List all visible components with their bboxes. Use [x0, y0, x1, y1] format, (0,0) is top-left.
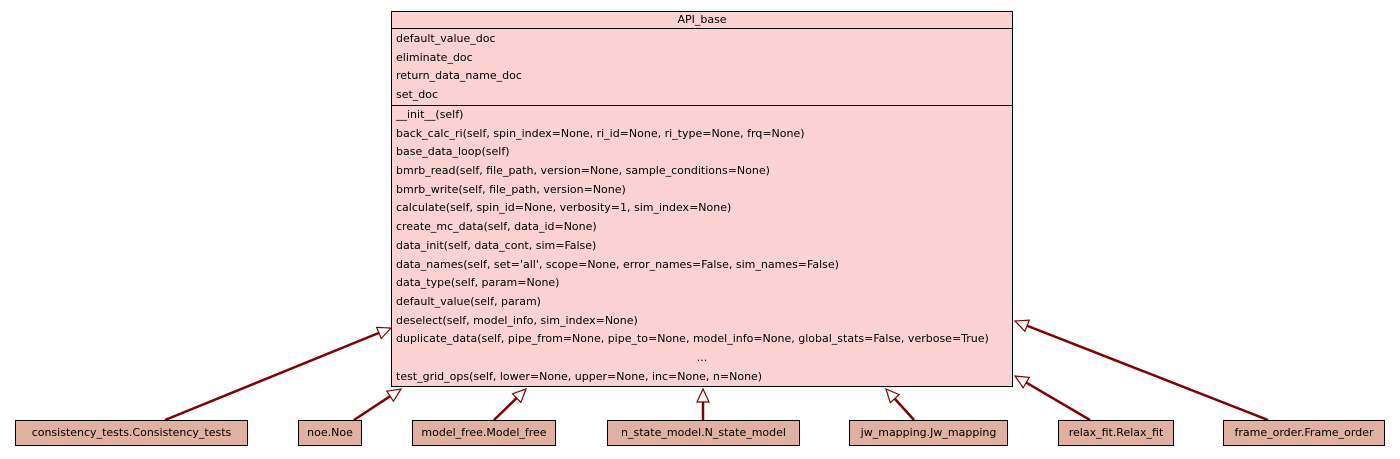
method: calculate(self, spin_id=None, verbosity=…: [396, 201, 732, 215]
class-noe[interactable]: noe.Noe: [298, 420, 362, 446]
method: base_data_loop(self): [396, 145, 510, 159]
inheritance-edge: [893, 397, 915, 421]
method: data_init(self, data_cont, sim=False): [396, 238, 597, 252]
methods-section: __init__(self) back_calc_ri(self, spin_i…: [392, 106, 1012, 386]
class-model-free[interactable]: model_free.Model_free: [412, 420, 556, 446]
inheritance-edge: [164, 331, 380, 422]
inheritance-arrowhead-icon: [385, 388, 403, 403]
method-ellipsis: ...: [696, 350, 708, 364]
method: __init__(self): [396, 108, 464, 121]
inheritance-arrowhead-icon: [696, 387, 710, 403]
class-api-base[interactable]: API_base default_value_doc eliminate_doc…: [391, 11, 1013, 387]
method: data_names(self, set='all', scope=None, …: [396, 257, 839, 271]
class-frame-order[interactable]: frame_order.Frame_order: [1223, 420, 1385, 446]
method: deselect(self, model_info, sim_index=Non…: [396, 313, 638, 327]
method: bmrb_read(self, file_path, version=None,…: [396, 164, 770, 178]
method: test_grid_ops(self, lower=None, upper=No…: [396, 369, 763, 383]
inheritance-edge: [1026, 324, 1269, 422]
class-consistency-tests[interactable]: consistency_tests.Consistency_tests: [15, 420, 248, 446]
class-n-state-model[interactable]: n_state_model.N_state_model: [607, 420, 800, 446]
method: create_mc_data(self, data_id=None): [396, 220, 597, 234]
inheritance-edge: [493, 397, 518, 421]
method: default_value(self, param): [396, 294, 541, 308]
method: back_calc_ri(self, spin_index=None, ri_i…: [396, 126, 805, 140]
inheritance-arrowhead-icon: [885, 387, 901, 404]
inheritance-edge: [1025, 381, 1091, 422]
attributes-section: default_value_doc eliminate_doc return_d…: [392, 29, 1012, 106]
attribute: return_data_name_doc: [396, 69, 522, 83]
class-title: API_base: [392, 12, 1012, 29]
inheritance-arrowhead-icon: [375, 326, 393, 340]
method: duplicate_data(self, pipe_from=None, pip…: [396, 332, 989, 346]
attribute: default_value_doc: [396, 32, 496, 45]
method: data_type(self, param=None): [396, 276, 560, 290]
inheritance-edge: [353, 395, 391, 422]
class-relax-fit[interactable]: relax_fit.Relax_fit: [1058, 420, 1174, 446]
inheritance-arrowhead-icon: [1013, 375, 1031, 389]
attribute: eliminate_doc: [396, 50, 473, 64]
class-jw-mapping[interactable]: jw_mapping.Jw_mapping: [849, 420, 1008, 446]
inheritance-arrowhead-icon: [1013, 319, 1031, 333]
inheritance-arrowhead-icon: [511, 388, 528, 404]
attribute: set_doc: [396, 88, 439, 102]
method: bmrb_write(self, file_path, version=None…: [396, 182, 626, 196]
